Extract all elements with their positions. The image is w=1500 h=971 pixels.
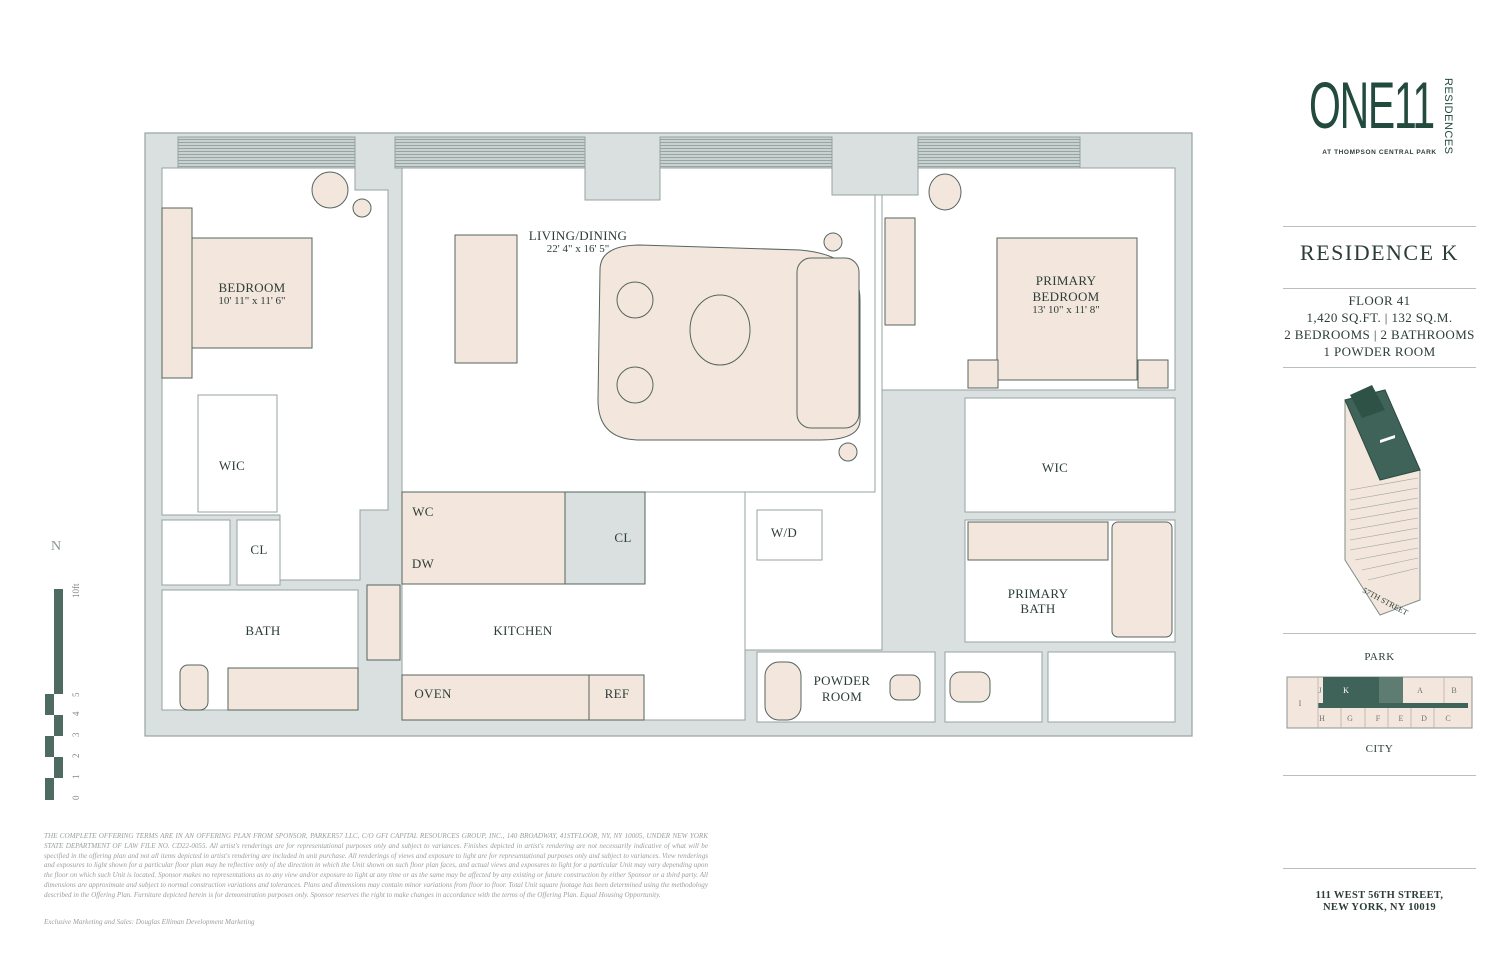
unit-area: 1,420 SQ.FT. | 132 SQ.M.: [1306, 310, 1453, 325]
scale-tick: 2: [71, 754, 81, 759]
scale-tick: 10ft: [71, 583, 81, 598]
furniture: [161, 171, 1173, 721]
key-unit-label: I: [1299, 699, 1302, 708]
room-label-cl: CL: [250, 542, 267, 557]
bath-vanity: [227, 667, 359, 711]
side-table: [823, 232, 843, 252]
room-label-primary-2: BEDROOM: [1032, 289, 1099, 304]
side-table: [352, 198, 372, 218]
nightstand: [1137, 359, 1169, 389]
key-unit-label: C: [1445, 714, 1450, 723]
bathtub: [1111, 521, 1173, 638]
powder-sink: [764, 661, 802, 721]
primary-vanity: [967, 521, 1109, 561]
address-line-2: NEW YORK, NY 10019: [1323, 902, 1436, 913]
dining-table: [454, 234, 518, 364]
toilet: [179, 664, 209, 711]
armchair: [311, 171, 349, 209]
room-label-wic-right: WIC: [1042, 460, 1068, 475]
room-label-wc: WC: [412, 504, 434, 519]
scale-tick: 3: [71, 732, 81, 737]
nightstand: [967, 359, 999, 389]
key-unit-label: B: [1451, 686, 1456, 695]
kitchen-counter: [401, 674, 590, 721]
residence-title: RESIDENCE K: [1300, 240, 1459, 265]
room-label-cl-kitchen: CL: [614, 530, 631, 545]
key-unit-label: K: [1343, 686, 1349, 695]
powder-toilet: [889, 674, 921, 701]
room-labels: BEDROOM 10' 11" x 11' 6" LIVING/DINING 2…: [218, 228, 1099, 704]
divider: [1283, 775, 1476, 776]
room-label-living: LIVING/DINING: [529, 228, 628, 243]
room-label-dw: DW: [412, 556, 435, 571]
room-label-wic-left: WIC: [219, 458, 245, 473]
room-label-powder-1: POWDER: [814, 673, 871, 688]
legal-disclaimer: THE COMPLETE OFFERING TERMS ARE IN AN OF…: [44, 832, 708, 899]
residence-specs: FLOOR 41 1,420 SQ.FT. | 132 SQ.M. 2 BEDR…: [1283, 292, 1476, 360]
address-line-1: 111 WEST 56TH STREET,: [1315, 890, 1444, 901]
address: 111 WEST 56TH STREET, NEW YORK, NY 10019: [1283, 890, 1476, 914]
logo-wordmark: ONE11: [1309, 68, 1435, 142]
kitchen-closet: [564, 491, 646, 585]
divider: [1283, 367, 1476, 368]
lounge-chair: [616, 366, 654, 404]
side-table: [838, 442, 858, 462]
north-indicator: N: [51, 539, 61, 554]
primary-bed: [996, 237, 1138, 381]
key-unit-label: J: [1318, 686, 1321, 695]
windows: [177, 136, 1081, 169]
key-plan: I J K A B H G F E D C: [1286, 676, 1473, 729]
logo-vertical-text: RESIDENCES: [1442, 78, 1454, 155]
room-label-primary-bath-1: PRIMARY: [1008, 586, 1069, 601]
marketing-credit: Exclusive Marketing and Sales: Douglas E…: [44, 918, 255, 926]
room-dims-bedroom: 10' 11" x 11' 6": [218, 295, 285, 307]
bed: [169, 237, 313, 349]
room-label-bedroom: BEDROOM: [218, 280, 285, 295]
wc-toilet: [949, 671, 991, 703]
scale-tick: 1: [71, 775, 81, 780]
room-label-oven: OVEN: [414, 686, 452, 701]
room-label-ref: REF: [605, 686, 630, 701]
lounge-chair: [616, 281, 654, 319]
armchair: [928, 173, 962, 211]
room-label-primary-1: PRIMARY: [1036, 273, 1097, 288]
scale-tick: 4: [71, 711, 81, 716]
logo-subtitle: AT THOMPSON CENTRAL PARK: [1322, 149, 1437, 156]
coffee-table: [689, 294, 751, 366]
building-illustration: 57TH STREET: [1344, 385, 1421, 617]
scale-bar: N 0 1 2 3 4 5 10ft: [45, 539, 81, 800]
key-unit-label: G: [1347, 714, 1353, 723]
room-dims-primary: 13' 10" x 11' 8": [1032, 304, 1100, 316]
nightstands: [161, 207, 193, 379]
divider: [1283, 288, 1476, 289]
room-label-bath: BATH: [245, 623, 280, 638]
room-label-kitchen: KITCHEN: [493, 623, 552, 638]
divider: [1283, 633, 1476, 634]
key-unit-label: H: [1319, 714, 1325, 723]
room-label-powder-2: ROOM: [822, 689, 862, 704]
divider: [1283, 226, 1476, 227]
dresser: [884, 217, 916, 326]
cabinet: [366, 584, 401, 661]
refrigerator: [588, 674, 645, 721]
floor-number: FLOOR 41: [1348, 293, 1411, 308]
keyplan-city-label: CITY: [1365, 743, 1394, 755]
room-dims-living: 22' 4" x 16' 5": [547, 243, 609, 255]
room-label-wd: W/D: [771, 525, 797, 540]
room-count: 2 BEDROOMS | 2 BATHROOMS: [1284, 327, 1475, 342]
keyplan-park-label: PARK: [1364, 651, 1395, 663]
powder-count: 1 POWDER ROOM: [1323, 344, 1436, 359]
scale-tick: 5: [71, 692, 81, 697]
key-unit-label: F: [1376, 714, 1381, 723]
scale-tick: 0: [71, 795, 81, 800]
key-unit-k-highlight: [1323, 677, 1379, 703]
logo: ONE11 RESIDENCES: [1283, 70, 1476, 155]
key-unit-label: A: [1417, 686, 1423, 695]
key-unit-label: D: [1421, 714, 1427, 723]
room-label-primary-bath-2: BATH: [1020, 601, 1055, 616]
divider: [1283, 868, 1476, 869]
sofa: [796, 257, 860, 429]
key-unit-label: E: [1399, 714, 1404, 723]
